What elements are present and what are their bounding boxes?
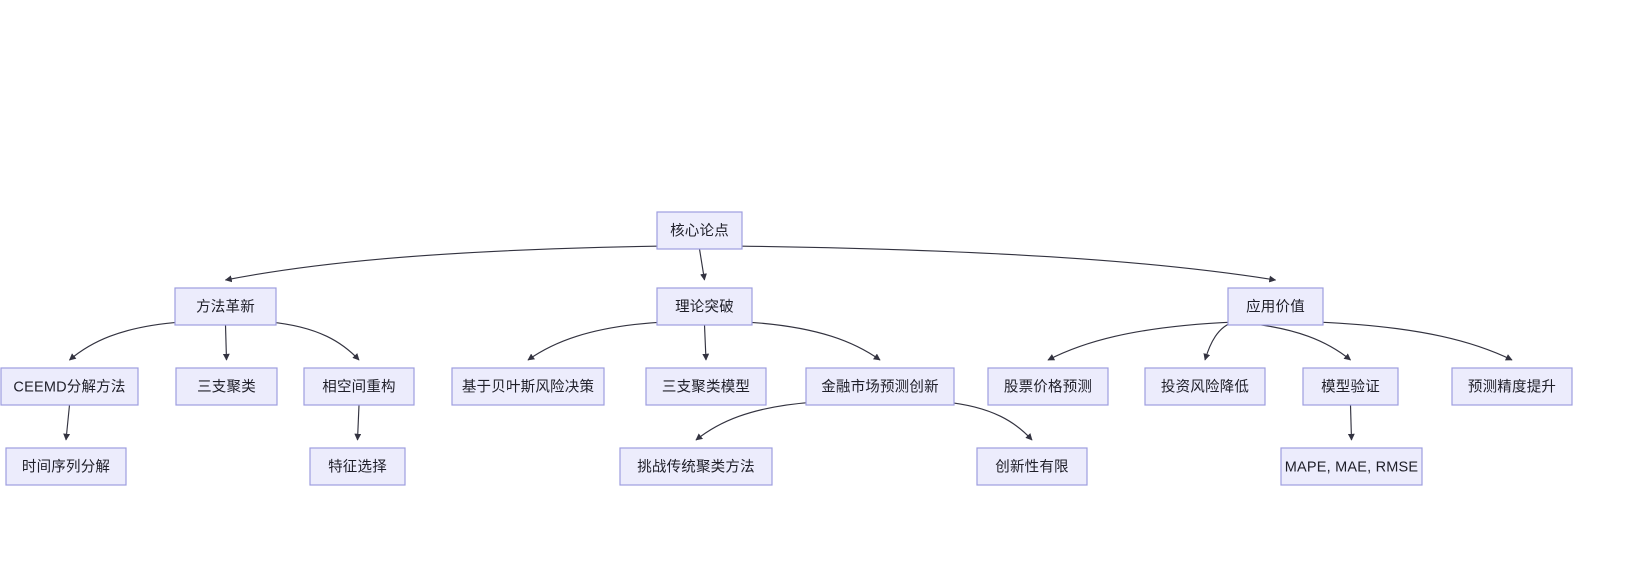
- edge-m2-to-c6: [746, 321, 881, 361]
- node-box-root[interactable]: [656, 211, 743, 250]
- node-g2[interactable]: 特征选择: [309, 447, 406, 486]
- node-c5[interactable]: 三支聚类模型: [645, 367, 767, 406]
- node-c1[interactable]: CEEMD分解方法: [0, 367, 139, 406]
- node-label-g1: 时间序列分解: [22, 458, 110, 475]
- node-label-m1: 方法革新: [196, 298, 255, 315]
- node-box-m2[interactable]: [656, 287, 753, 326]
- node-label-c9: 模型验证: [1321, 378, 1380, 395]
- node-label-c1: CEEMD分解方法: [13, 378, 125, 395]
- edge-root-to-m2: [698, 248, 707, 281]
- node-box-c7[interactable]: [987, 367, 1109, 406]
- node-box-g3[interactable]: [619, 447, 773, 486]
- node-label-g5: MAPE, MAE, RMSE: [1285, 459, 1419, 475]
- node-label-c7: 股票价格预测: [1004, 378, 1092, 395]
- node-g5[interactable]: MAPE, MAE, RMSE: [1280, 447, 1423, 486]
- edge-m3-to-c8: [1203, 321, 1234, 361]
- node-box-g1[interactable]: [5, 447, 127, 486]
- node-m1[interactable]: 方法革新: [174, 287, 277, 326]
- node-box-g5[interactable]: [1280, 447, 1423, 486]
- node-box-g2[interactable]: [309, 447, 406, 486]
- edge-c9-to-g5: [1347, 404, 1355, 441]
- edge-m2-to-c5: [702, 324, 710, 361]
- node-box-c9[interactable]: [1302, 367, 1399, 406]
- node-c9[interactable]: 模型验证: [1302, 367, 1399, 406]
- node-c10[interactable]: 预测精度提升: [1451, 367, 1573, 406]
- node-m3[interactable]: 应用价值: [1227, 287, 1324, 326]
- node-box-c6[interactable]: [805, 367, 955, 406]
- node-label-m3: 应用价值: [1246, 297, 1305, 315]
- edge-c6-to-g4: [945, 401, 1033, 441]
- node-box-c3[interactable]: [303, 367, 415, 406]
- node-c8[interactable]: 投资风险降低: [1144, 367, 1266, 406]
- node-g4[interactable]: 创新性有限: [976, 447, 1088, 486]
- node-label-g4: 创新性有限: [995, 458, 1069, 475]
- node-c4[interactable]: 基于贝叶斯风险决策: [451, 367, 605, 406]
- edge-m3-to-c7: [1047, 321, 1234, 361]
- node-label-c6: 金融市场预测创新: [821, 378, 939, 395]
- node-m2[interactable]: 理论突破: [656, 287, 753, 326]
- edge-m1-to-c3: [269, 321, 360, 361]
- node-label-c3: 相空间重构: [322, 378, 396, 395]
- node-label-c4: 基于贝叶斯风险决策: [462, 378, 595, 395]
- node-c7[interactable]: 股票价格预测: [987, 367, 1109, 406]
- node-box-c4[interactable]: [451, 367, 605, 406]
- node-label-c8: 投资风险降低: [1161, 378, 1249, 395]
- node-box-c5[interactable]: [645, 367, 767, 406]
- node-label-root: 核心论点: [670, 222, 729, 239]
- node-g3[interactable]: 挑战传统聚类方法: [619, 447, 773, 486]
- edge-c1-to-g1: [63, 404, 71, 441]
- node-c2[interactable]: 三支聚类: [175, 367, 278, 406]
- edge-c6-to-g3: [695, 401, 815, 441]
- edge-layer: [63, 245, 1513, 441]
- node-box-g4[interactable]: [976, 447, 1088, 486]
- node-box-c8[interactable]: [1144, 367, 1266, 406]
- edge-m3-to-c10: [1317, 321, 1513, 361]
- node-box-m1[interactable]: [174, 287, 277, 326]
- edge-m3-to-c9: [1233, 321, 1352, 361]
- node-label-c2: 三支聚类: [197, 378, 256, 395]
- node-box-c10[interactable]: [1451, 367, 1573, 406]
- node-label-m2: 理论突破: [675, 298, 734, 315]
- node-box-c1[interactable]: [0, 367, 139, 406]
- node-c6[interactable]: 金融市场预测创新: [805, 367, 955, 406]
- edge-m1-to-c1: [68, 321, 182, 361]
- edge-c3-to-g2: [354, 404, 362, 441]
- node-label-g3: 挑战传统聚类方法: [637, 458, 755, 475]
- edge-root-to-m3: [736, 245, 1277, 283]
- node-g1[interactable]: 时间序列分解: [5, 447, 127, 486]
- node-box-m3[interactable]: [1227, 287, 1324, 326]
- node-box-c2[interactable]: [175, 367, 278, 406]
- edge-m2-to-c4: [527, 321, 663, 361]
- node-label-c5: 三支聚类模型: [662, 378, 750, 395]
- node-root[interactable]: 核心论点: [656, 211, 743, 250]
- edge-root-to-m1: [224, 245, 663, 283]
- node-label-g2: 特征选择: [328, 458, 387, 475]
- node-label-c10: 预测精度提升: [1468, 378, 1556, 395]
- node-c3[interactable]: 相空间重构: [303, 367, 415, 406]
- edge-m1-to-c2: [222, 324, 230, 361]
